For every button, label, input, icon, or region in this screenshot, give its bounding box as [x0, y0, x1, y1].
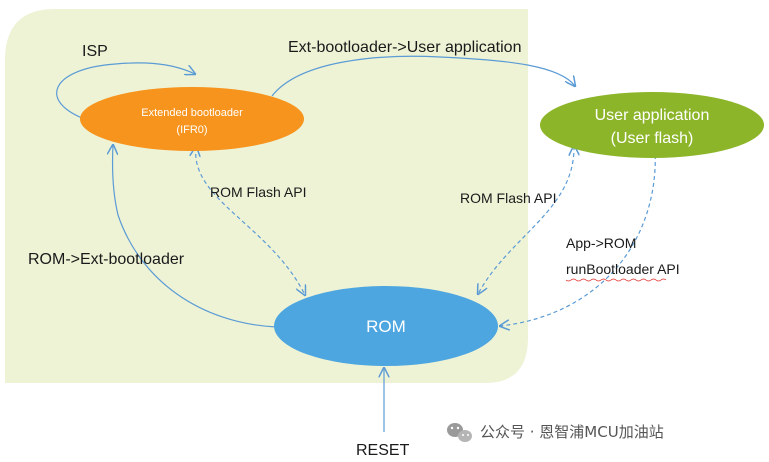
watermark: 公众号 · 恩智浦MCU加油站	[447, 423, 664, 442]
rom-flash-api-right-label: ROM Flash API	[460, 190, 556, 206]
rom-label: ROM	[366, 317, 406, 336]
ext-bootloader-title: Extended bootloader	[141, 107, 243, 119]
rom-to-ext-arrow	[113, 145, 277, 328]
isp-loop-arrow	[56, 62, 195, 119]
isp-label: ISP	[82, 43, 108, 60]
app-to-rom-label: App->ROM	[566, 235, 636, 251]
app-to-rom-arrow	[500, 147, 656, 326]
watermark-text: 公众号 · 恩智浦MCU加油站	[480, 423, 664, 441]
ext-to-user-arrow	[271, 55, 575, 97]
reset-label: RESET	[356, 442, 410, 459]
ext-bootloader-node: Extended bootloader (IFR0)	[80, 87, 304, 151]
rom-to-ext-label: ROM->Ext-bootloader	[28, 251, 185, 268]
rom-flash-api-right-arrow	[478, 146, 574, 294]
spellcheck-underline	[565, 278, 667, 282]
ext-to-user-label: Ext-bootloader->User application	[288, 39, 521, 56]
run-bootloader-api-label: runBootloader API	[566, 261, 680, 277]
rom-node: ROM	[274, 286, 498, 366]
rom-flash-api-left-label: ROM Flash API	[210, 184, 306, 200]
wechat-icon	[447, 423, 472, 442]
ext-bootloader-subtitle: (IFR0)	[176, 124, 207, 136]
user-application-node: User application (User flash)	[540, 92, 764, 158]
user-application-subtitle: (User flash)	[611, 130, 694, 147]
user-application-title: User application	[595, 107, 710, 124]
